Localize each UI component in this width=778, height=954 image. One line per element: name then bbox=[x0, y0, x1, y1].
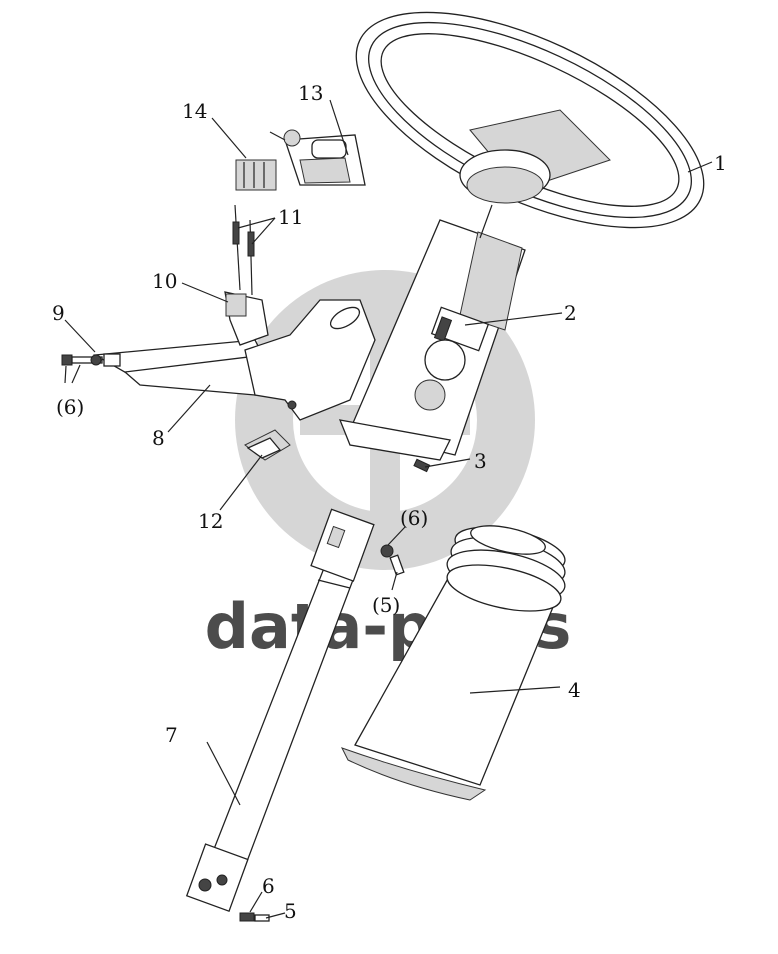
ignition-switch-icon bbox=[283, 129, 366, 186]
callout-6-paren-left: (6) bbox=[56, 395, 84, 419]
callout-10: 10 bbox=[152, 269, 177, 293]
rubber-boot-icon bbox=[340, 525, 566, 801]
bolt-icon bbox=[61, 353, 121, 367]
callout-13: 13 bbox=[298, 81, 323, 105]
callout-2: 2 bbox=[564, 301, 577, 325]
callout-1: 1 bbox=[714, 151, 727, 175]
callout-6: 6 bbox=[262, 874, 275, 898]
callout-8: 8 bbox=[152, 426, 165, 450]
leader-lines bbox=[64, 99, 713, 919]
callout-3: 3 bbox=[474, 449, 487, 473]
callout-14: 14 bbox=[182, 99, 207, 123]
callout-6-paren-right: (6) bbox=[400, 506, 428, 530]
callout-5-paren: (5) bbox=[372, 593, 400, 617]
gas-spring-icon bbox=[232, 204, 255, 296]
clip-icon bbox=[244, 429, 291, 461]
steering-column-housing-icon bbox=[338, 204, 526, 473]
callout-11: 11 bbox=[278, 205, 303, 229]
bracket-icon bbox=[224, 291, 269, 346]
callout-4: 4 bbox=[568, 678, 581, 702]
mounting-bracket-icon bbox=[92, 299, 376, 421]
callout-7: 7 bbox=[165, 723, 178, 747]
callout-12: 12 bbox=[198, 509, 223, 533]
intermediate-shaft-icon bbox=[185, 508, 405, 922]
callout-5: 5 bbox=[284, 899, 297, 923]
callout-labels: 1 2 3 4 (5) 5 (6) (6) 6 7 8 9 10 11 12 1… bbox=[52, 81, 727, 923]
steering-wheel-icon bbox=[355, 11, 705, 229]
callout-9: 9 bbox=[52, 301, 65, 325]
connector-icon bbox=[235, 131, 286, 191]
